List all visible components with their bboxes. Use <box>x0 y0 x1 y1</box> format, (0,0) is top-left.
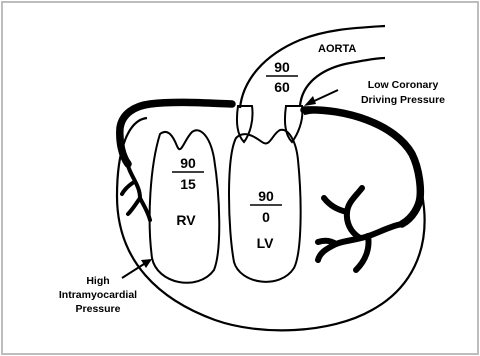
rv-pressure-bottom: 15 <box>180 176 196 192</box>
aortic-valve-right <box>285 106 303 142</box>
intramyocardial-label-line3: Pressure <box>76 303 121 315</box>
rv-label: RV <box>176 212 196 228</box>
left-coronary-branches <box>122 166 150 220</box>
heart-outline <box>117 112 425 331</box>
aortic-pressure-top: 90 <box>274 59 290 75</box>
coronary-pressure-label-line2: Driving Pressure <box>361 94 445 106</box>
lv-pressure-bottom: 0 <box>262 209 270 225</box>
right-coronary-artery <box>304 110 420 224</box>
intramyocardial-pressure-arrow <box>122 259 152 278</box>
lv-pressure-top: 90 <box>258 188 274 204</box>
coronary-pressure-arrow <box>304 90 338 106</box>
left-coronary-artery <box>120 102 232 164</box>
intramyocardial-label-line1: High <box>86 275 109 287</box>
aortic-pressure-bottom: 60 <box>274 79 290 95</box>
rv-cavity <box>150 130 220 282</box>
coronary-pressure-label-line1: Low Coronary <box>368 79 439 91</box>
rv-pressure-top: 90 <box>180 155 196 171</box>
intramyocardial-label-line2: Intramyocardial <box>59 289 137 301</box>
right-coronary-branches <box>318 188 402 270</box>
aorta-label: AORTA <box>318 43 356 55</box>
lv-label: LV <box>257 235 275 251</box>
